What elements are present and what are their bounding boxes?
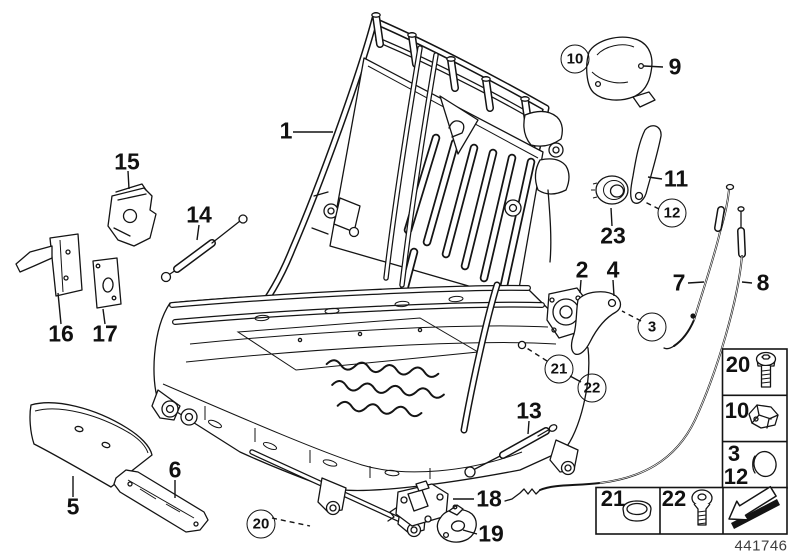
callout-12-circled: 12: [657, 198, 687, 228]
callout-2: 2: [575, 256, 589, 283]
seat-springs-drawing: [325, 359, 445, 418]
cable-8-drawing: [504, 206, 746, 502]
part-9-headrest-cover-drawing: [586, 36, 656, 108]
oval-head-torx-screw-icon: [691, 489, 713, 526]
callout-16: 16: [48, 320, 74, 347]
leader-lines: [57, 65, 753, 535]
part-6-trim-rail-drawing: [113, 469, 209, 533]
part-14-gas-strut-drawing: [160, 214, 248, 283]
retaining-clip-icon: [748, 404, 779, 429]
callout-1: 1: [279, 117, 293, 144]
part-19-bracket-plate-drawing: [436, 504, 477, 543]
callout-10-circled: 10: [560, 44, 590, 74]
part-13-gas-strut-drawing: [464, 424, 558, 478]
callout-20-circled: 20: [246, 509, 276, 539]
callout-17: 17: [92, 320, 118, 347]
part-5-cover-panel-drawing: [29, 402, 153, 488]
callout-14: 14: [186, 201, 212, 228]
callout-6: 6: [168, 456, 182, 483]
part-23-knob-drawing: [591, 175, 629, 205]
pan-head-torx-screw-icon: [755, 351, 777, 388]
cover-cap-icon: [752, 450, 777, 478]
callout-11: 11: [663, 165, 689, 192]
legend-num-3: 3: [727, 441, 741, 466]
callout-15: 15: [114, 148, 140, 175]
cable-7-drawing: [663, 183, 735, 350]
legend-box: [595, 348, 788, 535]
callout-13: 13: [516, 397, 542, 424]
part-17-plate-drawing: [92, 257, 122, 309]
callout-9: 9: [668, 53, 682, 80]
callout-18: 18: [476, 485, 502, 512]
callout-19: 19: [478, 520, 504, 547]
part-18-latch-assembly-drawing: [387, 480, 449, 527]
part-16-bracket-drawing: [15, 233, 83, 297]
legend-num-22: 22: [661, 486, 687, 511]
callout-21-circled: 21: [544, 354, 574, 384]
seat-base-frame-drawing: [151, 281, 590, 538]
legend-num-10: 10: [724, 398, 750, 423]
drawing-number: 441746: [734, 537, 788, 555]
callout-23: 23: [600, 222, 626, 249]
part-11-handle-drawing: [630, 125, 662, 204]
grommet-ring-icon: [622, 500, 652, 522]
part-15-latch-drawing: [107, 183, 157, 247]
backrest-frame-drawing: [244, 12, 570, 434]
callout-8: 8: [756, 269, 770, 296]
legend-num-21: 21: [600, 486, 626, 511]
callout-7: 7: [672, 269, 686, 296]
legend-num-12: 12: [723, 464, 749, 489]
callout-4: 4: [606, 256, 620, 283]
part-4-release-lever-drawing: [570, 291, 622, 356]
direction-arrow-icon: [728, 485, 780, 529]
legend-num-20: 20: [725, 352, 751, 377]
callout-22-circled: 22: [577, 373, 607, 403]
callout-3-circled: 3: [637, 312, 667, 342]
callout-5: 5: [66, 493, 80, 520]
